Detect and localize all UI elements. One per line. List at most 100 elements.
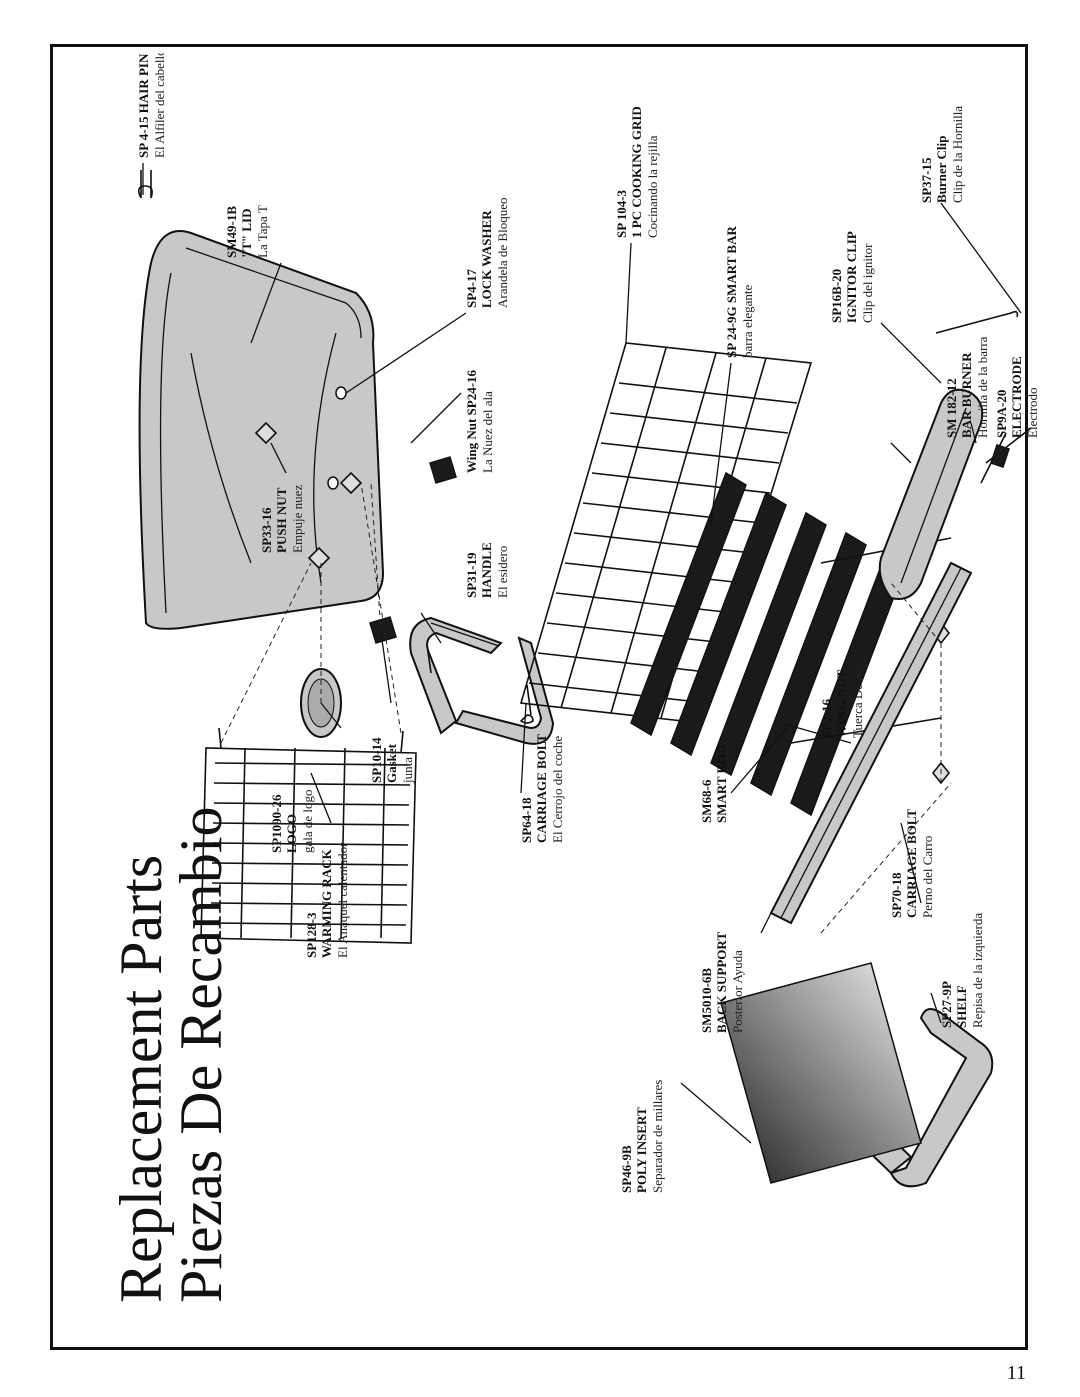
page-frame bbox=[50, 44, 1028, 1350]
part-spanish-name: junta bbox=[400, 757, 415, 784]
part-code: SM68-6 bbox=[699, 779, 714, 823]
part-name: LOCK WASHER bbox=[479, 210, 494, 308]
label-sp24-9g: SP 24-9G SMART BAR barra elegante bbox=[724, 226, 755, 358]
part-name: WARMING RACK bbox=[319, 848, 334, 958]
label-sp2-16: SP2-16 WING NUT Tuerca De Ala bbox=[819, 662, 865, 738]
part-name: CARRIAGE BOLT bbox=[534, 734, 549, 843]
label-sp4-17: SP4-17 LOCK WASHER Arandela de Bloqueo bbox=[464, 198, 510, 308]
part-code: SP1090-26 bbox=[269, 794, 284, 853]
part-name: 1 PC COOKING GRID bbox=[629, 106, 644, 238]
label-sp10-14: SP10-14 Gasket junta bbox=[369, 737, 415, 784]
part-name: WING NUT bbox=[834, 669, 849, 738]
part-code: SP 4-15 HAIR PIN bbox=[136, 53, 151, 158]
part-name: PUSH NUT bbox=[274, 487, 289, 553]
part-spanish-name: El Cerrojo del coche bbox=[550, 736, 565, 843]
part-spanish-name: Posterior Ayuda bbox=[730, 950, 745, 1033]
part-code: SP46-9B bbox=[619, 1145, 634, 1193]
rotated-diagram-sheet: Replacement Parts Piezas De Recambio bbox=[71, 53, 1037, 1343]
part-name: Burner Clip bbox=[934, 136, 949, 203]
part-code: SP2-16 bbox=[819, 699, 834, 739]
back-support-illustration bbox=[769, 561, 973, 925]
part-spanish-name: Perno del Carro bbox=[920, 836, 935, 918]
part-spanish-name: Repisa de la izquierda bbox=[970, 913, 985, 1028]
part-code: SM 182-12 bbox=[944, 378, 959, 438]
title-line-2: Piezas De Recambio bbox=[168, 807, 234, 1304]
part-code: SP31-19 bbox=[464, 552, 479, 598]
label-sp27-9p: SP27-9P SHELF Repisa de la izquierda bbox=[939, 913, 985, 1028]
warming-rack-illustration bbox=[200, 727, 417, 944]
part-name: Gasket bbox=[384, 743, 399, 783]
label-sp4-15: SP 4-15 HAIR PIN El Alfiler del cabello bbox=[136, 53, 167, 158]
label-sp37-15: SP37-15 Burner Clip Clip de la Hornilla bbox=[919, 106, 965, 203]
part-name: CARRIAGE BOLT bbox=[904, 809, 919, 918]
part-spanish-name: Clip de la Hornilla bbox=[950, 106, 965, 203]
leader-lines bbox=[142, 163, 1022, 1144]
part-spanish-name: La Tapa T bbox=[255, 205, 270, 258]
label-sp46-9b: SP46-9B POLY INSERT Separador de millare… bbox=[619, 1080, 665, 1193]
assembly-dashed-lines bbox=[220, 482, 952, 934]
part-name: POLY INSERT bbox=[634, 1107, 649, 1193]
part-name: HANDLE bbox=[479, 542, 494, 598]
part-code: SM49-1B bbox=[224, 206, 239, 258]
gasket-illustration bbox=[369, 456, 457, 644]
label-sp31-19: SP31-19 HANDLE El esidero bbox=[464, 542, 510, 598]
page-number: 11 bbox=[1006, 1362, 1026, 1384]
label-sp70-18: SP70-18 CARRIAGE BOLT Perno del Carro bbox=[889, 809, 935, 918]
label-sm5010-6b: SM5010-6B BACK SUPPORT Posterior Ayuda bbox=[699, 932, 745, 1033]
part-code: SP 104-3 bbox=[614, 189, 629, 238]
burner-clip-illustration bbox=[935, 310, 1019, 334]
part-name: "T" LID bbox=[239, 209, 254, 258]
part-spanish-name: Arandela de Bloqueo bbox=[495, 198, 510, 308]
part-code: SP4-17 bbox=[464, 269, 479, 309]
part-spanish-name: Hornilla de la barra bbox=[975, 336, 990, 438]
part-spanish-name: barra elegante bbox=[740, 285, 755, 358]
handle-illustration bbox=[409, 616, 555, 745]
part-spanish-name: Electrodo bbox=[1025, 387, 1037, 438]
part-code: SP37-15 bbox=[919, 157, 934, 203]
part-code: SP33-16 bbox=[259, 507, 274, 553]
part-code: SP9A-20 bbox=[994, 390, 1009, 438]
label-sp1090-26: SP1090-26 LOGO gala de logo bbox=[269, 789, 315, 853]
part-code: SP70-18 bbox=[889, 872, 904, 918]
label-sp64-18: SP64-18 CARRIAGE BOLT El Cerrojo del coc… bbox=[519, 734, 565, 843]
part-code: SP64-18 bbox=[519, 797, 534, 843]
label-sp16b-20: SP16B-20 IGNITOR CLIP Clip del ignitor bbox=[829, 231, 875, 323]
part-name: BACK SUPPORT bbox=[714, 932, 729, 1033]
part-spanish-name: La Nuez del ala bbox=[480, 391, 495, 473]
part-spanish-name: Empuje nuez bbox=[290, 485, 305, 553]
part-code: SP10-14 bbox=[369, 737, 384, 783]
part-name: IGNITOR CLIP bbox=[844, 231, 859, 323]
lid-illustration bbox=[138, 230, 385, 630]
part-code: SP 24-9G SMART BAR bbox=[724, 226, 739, 358]
part-spanish-name: Separador de millares bbox=[650, 1080, 665, 1193]
part-code: Wing Nut SP24-16 bbox=[464, 369, 479, 473]
part-code: SM5010-6B bbox=[699, 968, 714, 1033]
label-sp33-16: SP33-16 PUSH NUT Empuje nuez bbox=[259, 485, 305, 553]
label-sp104-3: SP 104-3 1 PC COOKING GRID Cocinando la … bbox=[614, 106, 660, 238]
title-line-1: Replacement Parts bbox=[108, 855, 174, 1303]
part-spanish-name: Clip del ignitor bbox=[860, 243, 875, 323]
part-name: LOGO bbox=[284, 814, 299, 853]
label-sp24-16: Wing Nut SP24-16 La Nuez del ala bbox=[464, 369, 495, 473]
part-name: SMART ROD bbox=[714, 745, 729, 823]
poly-insert-illustration bbox=[720, 962, 922, 1184]
parts-diagram: Replacement Parts Piezas De Recambio bbox=[108, 53, 1037, 1304]
part-spanish-name: Tuerca De Ala bbox=[850, 662, 865, 738]
part-name: SHELF bbox=[954, 985, 969, 1028]
burner-illustration bbox=[878, 388, 1032, 600]
hair-pin-illustration bbox=[137, 170, 153, 199]
part-name: BAR BURNER bbox=[959, 352, 974, 438]
part-code: SP16B-20 bbox=[829, 269, 844, 323]
label-sp9a-20: SP9A-20 ELECTRODE Electrodo bbox=[994, 356, 1037, 438]
part-code: SP128-3 bbox=[304, 912, 319, 958]
part-spanish-name: gala de logo bbox=[300, 789, 315, 853]
label-sm68-6: SM68-6 SMART ROD bbox=[699, 745, 729, 823]
part-code: SP27-9P bbox=[939, 981, 954, 1028]
part-spanish-name: El esidero bbox=[495, 546, 510, 598]
part-spanish-name: El Alfiler del cabello bbox=[152, 53, 167, 158]
smart-bar-illustration bbox=[630, 471, 907, 817]
part-name: ELECTRODE bbox=[1009, 356, 1024, 438]
part-spanish-name: El Anaquel calentador bbox=[335, 842, 350, 958]
part-spanish-name: Cocinando la rejilla bbox=[645, 135, 660, 238]
label-sp128-3: SP128-3 WARMING RACK El Anaquel calentad… bbox=[304, 842, 350, 958]
